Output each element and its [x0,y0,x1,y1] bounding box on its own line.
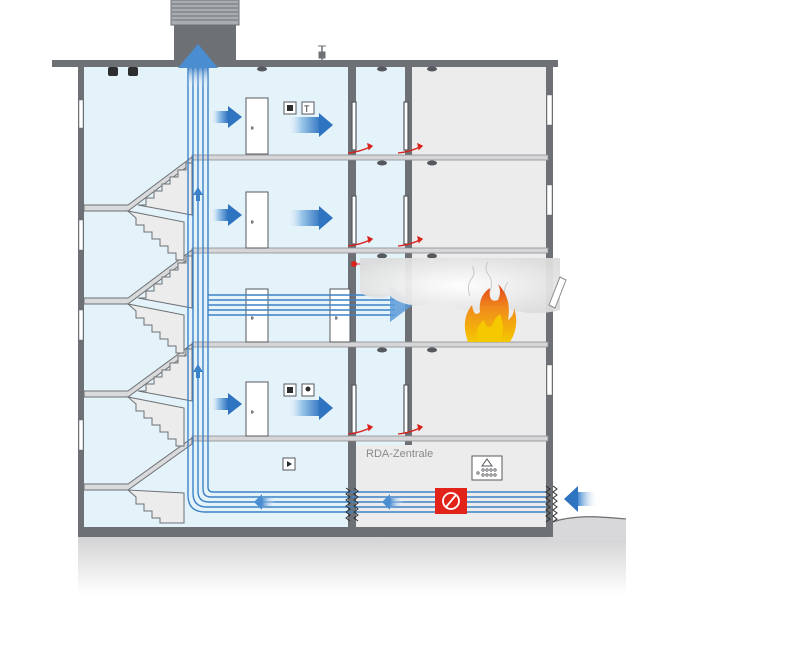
fire-icon [464,284,517,342]
weather-station-icon [318,45,326,60]
central-unit-label: RDA-Zentrale [366,448,434,460]
staircase [83,156,193,524]
roof-sensors [108,67,138,76]
exhaust-airflow-arrow [178,44,218,88]
leakage-airflow-arrows [347,142,424,435]
door-handles [251,126,338,414]
manual-call-point-icon: T [282,101,315,471]
roof-exhaust-vent-icon [170,0,240,60]
corridor-airflow-arrows [210,106,414,420]
vertical-supply-duct [187,60,546,513]
open-window-icon [548,276,567,309]
svg-text:T: T [304,104,310,114]
pressure-relief-damper-icon [351,101,409,434]
basement-airflow-arrows [254,486,598,512]
intake-grille-icon [345,485,558,523]
supply-fan-icon [435,488,467,514]
fire-floor-supply-duct [208,294,395,316]
control-panel-icon [471,455,503,481]
door-icon [245,97,351,437]
window-strips [78,94,553,451]
shaft-airflow-arrows [193,187,203,378]
smoke-detector-icon [257,66,437,353]
